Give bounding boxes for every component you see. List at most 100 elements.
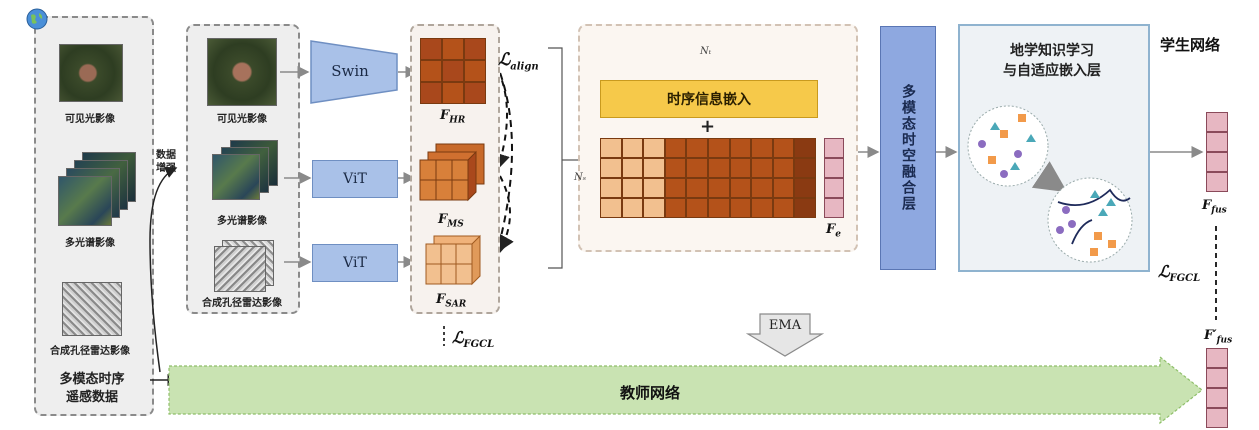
token-cell: [729, 198, 752, 218]
token-cell: [621, 178, 644, 198]
token-cell: [772, 158, 795, 178]
feature-sar-label: FSAR: [436, 292, 467, 310]
multispectral-stack-input: [58, 152, 142, 227]
token-cell: [643, 178, 665, 198]
token-cell: [643, 198, 665, 218]
vector-cell: [1206, 112, 1228, 132]
multispectral-stack-augmented: [212, 140, 282, 206]
token-cell: [729, 138, 752, 158]
student-network-label: 学生网络: [1160, 36, 1221, 54]
token-cell: [794, 158, 816, 178]
swin-encoder-shape: [310, 40, 398, 104]
token-cell: [600, 138, 622, 158]
fgcl-loss-left-label: ℒFGCL: [452, 328, 495, 351]
token-cell: [643, 158, 665, 178]
vector-cell: [824, 158, 844, 178]
token-cell: [794, 198, 816, 218]
token-cell: [686, 198, 708, 218]
token-cell: [708, 138, 730, 158]
temporal-embedding-bar: 时序信息嵌入: [600, 80, 818, 118]
augment-label-line1: 数据: [156, 150, 176, 161]
token-cell: [708, 198, 730, 218]
token-cell: [729, 158, 752, 178]
token-cell: [686, 178, 708, 198]
vector-cell: [1206, 172, 1228, 192]
vector-cell: [1206, 408, 1228, 428]
token-cell: [600, 178, 622, 198]
token-cell: [664, 198, 687, 218]
input-sar-caption: 合成孔径雷达影像: [50, 346, 130, 357]
visible-image-augmented: [207, 38, 277, 106]
ema-label: EMA: [768, 318, 802, 333]
token-cell: [664, 178, 687, 198]
vector-cell: [1206, 348, 1228, 368]
token-cell: [686, 138, 708, 158]
vit-encoder-ms: ViT: [312, 160, 398, 198]
vector-cell: [824, 198, 844, 218]
token-cell: [772, 198, 795, 218]
token-cell: [708, 178, 730, 198]
teacher-fus-column: [1206, 348, 1228, 428]
fus-label: Ffus: [1202, 198, 1227, 216]
augmented-sar-caption: 合成孔径雷达影像: [202, 298, 282, 309]
token-cell: [772, 178, 795, 198]
input-panel-title-line2: 遥感数据: [65, 390, 118, 405]
knowledge-title-line1: 地学知识学习: [1010, 43, 1094, 59]
visible-image-input: [59, 44, 123, 102]
token-cell: [664, 138, 687, 158]
input-visible-caption: 可见光影像: [65, 114, 115, 125]
align-loss-label: ℒalign: [498, 50, 539, 73]
feature-ms-label: FMS: [438, 212, 464, 230]
augmented-multispectral-caption: 多光谱影像: [217, 216, 267, 227]
vit-encoder-sar: ViT: [312, 244, 398, 282]
token-cell: [600, 198, 622, 218]
temporal-embedding-label: 时序信息嵌入: [667, 92, 751, 108]
vector-cell: [824, 138, 844, 158]
fe-column: [824, 138, 844, 218]
input-multispectral-caption: 多光谱影像: [65, 238, 115, 249]
knowledge-title-line2: 与自适应嵌入层: [1003, 63, 1101, 79]
token-cell: [621, 138, 644, 158]
vector-cell: [1206, 152, 1228, 172]
fusion-layer-label: 多模态时空融合层: [900, 84, 916, 212]
teacher-network-band: [168, 356, 1203, 425]
feature-sar-cube: [425, 234, 481, 286]
input-panel-title-line1: 多模态时序: [59, 372, 125, 387]
token-cell: [751, 138, 773, 158]
fusion-layer-block: 多模态时空融合层: [880, 26, 936, 270]
plus-sign: +: [700, 116, 716, 137]
feature-hr-block: [420, 38, 486, 104]
token-cell: [686, 158, 708, 178]
token-cell: [794, 178, 816, 198]
token-cell: [751, 178, 773, 198]
globe-icon: [26, 8, 48, 30]
nt-dimension-label: Nₜ: [700, 46, 712, 57]
ns-dimension-label: Nₛ: [574, 172, 587, 183]
vector-cell: [1206, 132, 1228, 152]
token-cell: [621, 158, 644, 178]
vector-cell: [824, 178, 844, 198]
student-fus-column: [1206, 112, 1228, 192]
augmented-visible-caption: 可见光影像: [217, 114, 267, 125]
token-cell: [643, 138, 665, 158]
fe-label: Fe: [826, 222, 841, 240]
token-grid: [600, 138, 816, 218]
fus-teacher-label: F′fus: [1204, 328, 1233, 346]
token-cell: [794, 138, 816, 158]
token-cell: [600, 158, 622, 178]
fgcl-loss-right-label: ℒFGCL: [1158, 262, 1201, 285]
token-cell: [664, 158, 687, 178]
knowledge-cluster-diagram: [967, 105, 1133, 263]
feature-ms-cube: [419, 143, 485, 202]
sar-stack-augmented: [212, 240, 282, 292]
ema-arrow: [746, 313, 824, 357]
swin-encoder-label: Swin: [331, 62, 369, 80]
token-cell: [751, 158, 773, 178]
token-cell: [751, 198, 773, 218]
teacher-network-label: 教师网络: [620, 384, 681, 402]
sar-image-input: [62, 282, 122, 336]
vector-cell: [1206, 368, 1228, 388]
token-cell: [729, 178, 752, 198]
vector-cell: [1206, 388, 1228, 408]
token-cell: [621, 198, 644, 218]
